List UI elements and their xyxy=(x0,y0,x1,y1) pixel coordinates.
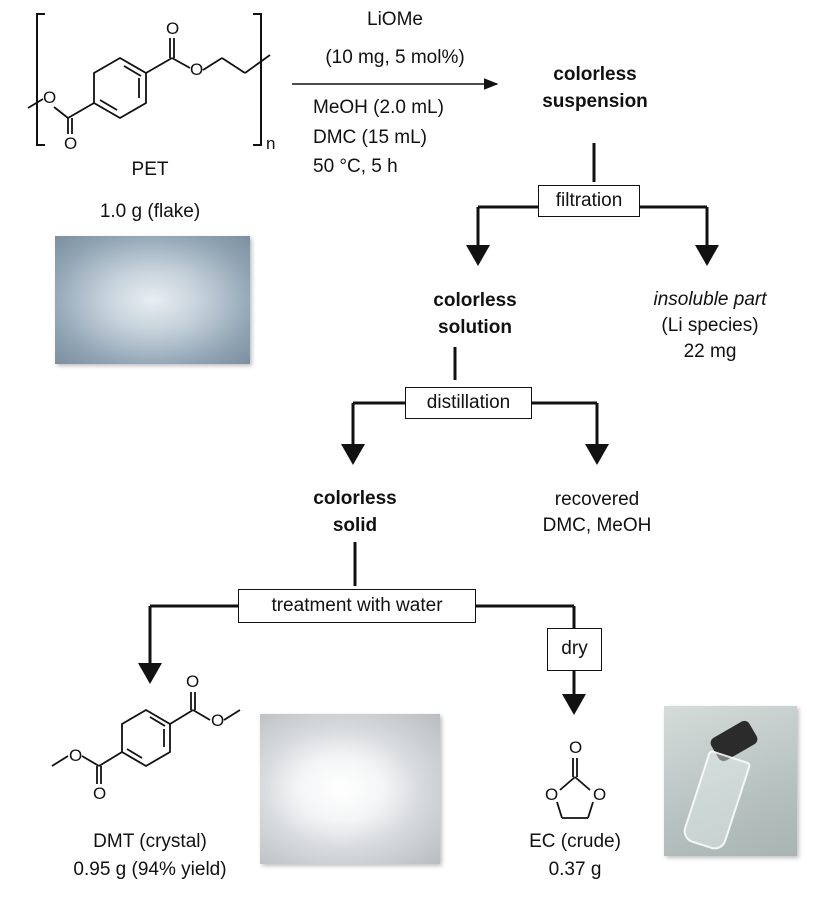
arrowhead-to-ec xyxy=(562,694,586,715)
pet-structure xyxy=(27,38,271,134)
insoluble-line1: insoluble part xyxy=(653,289,767,310)
solution-line1: colorless xyxy=(433,290,517,311)
flow-lines xyxy=(148,143,709,696)
ec-amount: 0.37 g xyxy=(548,859,602,880)
vial-body xyxy=(680,749,752,853)
ec-vial-photo xyxy=(664,706,797,856)
condition-catalyst-amount: (10 mg, 5 mol%) xyxy=(325,47,465,68)
pet-name: PET xyxy=(131,159,169,180)
ec-name: EC (crude) xyxy=(529,831,621,852)
pet-atom-o4: O xyxy=(190,60,204,79)
solid-line1: colorless xyxy=(313,488,397,509)
arrowhead-to-recovered xyxy=(585,444,609,465)
pet-amount: 1.0 g (flake) xyxy=(99,201,201,222)
condition-meoh: MeOH (2.0 mL) xyxy=(313,97,444,118)
pet-atom-o3: O xyxy=(166,19,180,38)
solution-line2: solution xyxy=(438,317,512,338)
condition-catalyst: LiOMe xyxy=(367,9,423,30)
ec-atom-o-left: O xyxy=(545,785,559,804)
distillation-box: distillation xyxy=(405,387,532,419)
suspension-line1: colorless xyxy=(553,64,637,85)
pet-flake-photo xyxy=(55,236,250,364)
dry-box: dry xyxy=(547,628,602,671)
filtration-box: filtration xyxy=(538,185,640,217)
recovered-line2: DMC, MeOH xyxy=(542,515,652,536)
arrowhead-to-insoluble xyxy=(695,245,719,266)
pet-atom-o2: O xyxy=(64,134,78,153)
suspension-line2: suspension xyxy=(542,91,648,112)
ec-structure xyxy=(556,758,594,819)
water-treatment-box: treatment with water xyxy=(238,589,476,623)
insoluble-line2: (Li species) xyxy=(661,315,759,336)
condition-temp-time: 50 °C, 5 h xyxy=(313,156,398,177)
arrowhead-to-solution xyxy=(466,245,490,266)
pet-brackets xyxy=(36,13,262,146)
ec-atom-o-right: O xyxy=(593,785,607,804)
dmt-atom-o4: O xyxy=(93,784,107,803)
dmt-amount: 0.95 g (94% yield) xyxy=(73,859,227,880)
dmt-atom-o3: O xyxy=(69,746,83,765)
arrowhead-to-solid xyxy=(341,444,365,465)
dmt-name: DMT (crystal) xyxy=(93,831,207,852)
solid-line2: solid xyxy=(332,515,378,536)
flow-arrowheads xyxy=(138,245,719,715)
recovered-line1: recovered xyxy=(554,489,640,510)
insoluble-line3: 22 mg xyxy=(683,341,737,362)
arrowhead-to-dmt xyxy=(138,663,162,684)
dmt-atom-o2: O xyxy=(211,711,225,730)
dmt-crystal-photo xyxy=(260,714,440,864)
dmt-structure xyxy=(51,692,241,784)
pet-repeat-n: n xyxy=(266,134,276,153)
condition-dmc: DMC (15 mL) xyxy=(313,127,428,148)
pet-atom-o1: O xyxy=(43,88,57,107)
dmt-atom-o1: O xyxy=(186,672,200,691)
ec-atom-o-carbonyl: O xyxy=(569,738,583,757)
